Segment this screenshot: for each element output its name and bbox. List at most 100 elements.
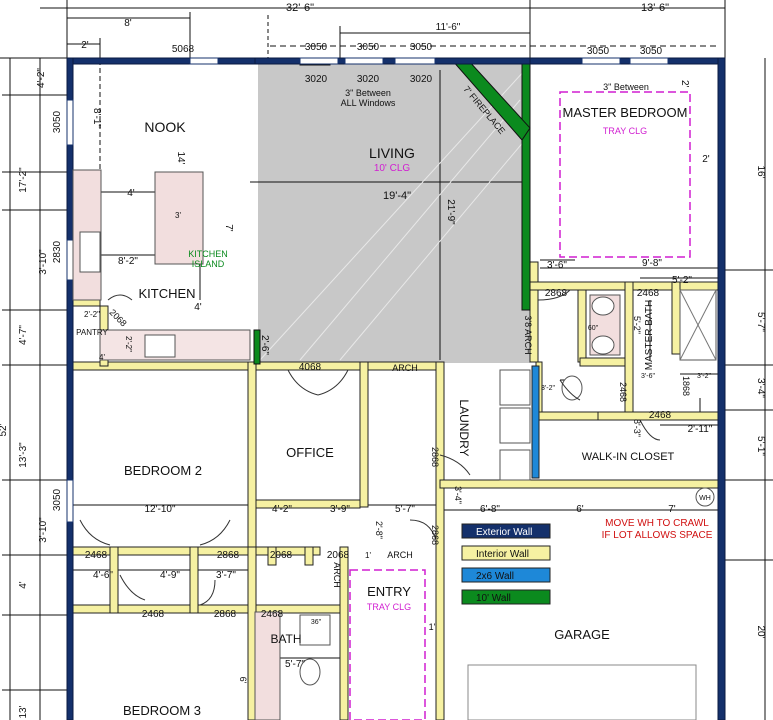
entry-tray: TRAY CLG [367, 602, 411, 612]
dim-right-51: 5'-1" [755, 436, 766, 456]
dim-m52b: 5'-2" [632, 316, 642, 334]
dim-h37: 3'-7" [216, 570, 236, 581]
dim-left-133: 13'-3" [18, 442, 29, 468]
living-guides [259, 69, 526, 361]
kitchen-island-2: ISLAND [192, 259, 225, 269]
pantry-label: PANTRY [76, 328, 108, 337]
legend-swatch [461, 589, 551, 605]
dim-left-310a: 3'-10" [38, 249, 49, 275]
dim-g68: 6'-8" [480, 504, 500, 515]
garage-door-outline [467, 664, 697, 720]
window-3020-a: 3020 [305, 74, 328, 85]
wh-note-1: MOVE WH TO CRAWL [605, 518, 709, 529]
door-5068: 5068 [172, 44, 195, 55]
room-entry: ENTRY [367, 584, 411, 599]
wh-circle [695, 487, 715, 507]
door-1868: 1868 [681, 376, 691, 396]
legend-swatch [461, 523, 551, 539]
window-3050-d: 3050 [587, 46, 610, 57]
dim-m83: 8'-3" [632, 419, 642, 437]
window-3050-left: 3050 [52, 110, 63, 133]
window-2830: 2830 [52, 240, 63, 263]
legend-swatch [461, 545, 551, 561]
dim-g34: 3'-4" [453, 486, 463, 504]
dim-116: 11'-6" [436, 22, 461, 33]
legend-label: Exterior Wall [476, 527, 532, 538]
dim-right-20: 20' [755, 625, 766, 638]
room-walk-in-closet: WALK-IN CLOSET [582, 451, 675, 463]
legend-label: 10' Wall [476, 593, 511, 604]
dim-m211: 2'-11" [688, 424, 713, 435]
dim-top-b: 13'-6" [641, 2, 669, 14]
wh-label: WH [699, 495, 711, 502]
walls-2x6 [531, 365, 540, 479]
legend-label: Interior Wall [476, 549, 529, 560]
door-2068-pantry: 2068 [108, 307, 129, 328]
kitchen-island-1: KITCHEN [188, 249, 228, 259]
windows-between-1: 3" Between [345, 88, 391, 98]
arch-38: 3'8 ARCH [523, 315, 533, 354]
dim-left-47: 4'-7" [18, 325, 29, 345]
dim-m2a: 2' [679, 80, 690, 88]
dim-h46: 4'-6" [93, 570, 113, 581]
dim-left-4: 4' [18, 581, 29, 589]
dim-left-13: 13' [18, 705, 29, 718]
dim-k3: 3' [175, 211, 181, 220]
door-2868-mb: 2868 [545, 288, 568, 299]
dim-right-16: 16' [755, 165, 766, 178]
window-openings [66, 57, 669, 523]
window-3050-c: 3050 [410, 42, 433, 53]
room-office: OFFICE [286, 445, 334, 460]
dim-k4b: 4' [194, 302, 202, 313]
door-2068-a: 2068 [270, 550, 293, 561]
dim-k26: 2'-6" [259, 335, 270, 355]
door-2868-b3: 2868 [214, 609, 237, 620]
wh-note-2: IF LOT ALLOWS SPACE [602, 530, 713, 541]
arch-vertical: ARCH [332, 562, 342, 588]
room-master-bedroom: MASTER BEDROOM [563, 105, 688, 120]
dim-left-52: 52' [0, 423, 9, 436]
room-bath: BATH [270, 632, 301, 646]
door-2068-b: 2068 [327, 550, 350, 561]
dim-o57: 5'-7" [395, 504, 415, 515]
window-3050-b2: 3050 [52, 488, 63, 511]
dim-left-172: 17'-2" [18, 167, 29, 193]
room-bedroom-2: BEDROOM 2 [124, 463, 202, 478]
shower-lines [679, 289, 717, 361]
living-ceiling: 10' CLG [374, 163, 411, 174]
door-2468-b2: 2468 [85, 550, 108, 561]
dim-o42: 4'-2" [272, 504, 292, 515]
dim-nook-81: 8'-1" [91, 108, 102, 128]
exterior-walls [66, 57, 726, 720]
window-3020-b: 3020 [357, 74, 380, 85]
dim-k4: 4' [127, 188, 135, 199]
legend-label: 2x6 Wall [476, 571, 514, 582]
door-swings [79, 289, 661, 606]
window-3050-a: 3050 [305, 42, 328, 53]
door-2468-wc: 2468 [618, 382, 628, 402]
tray-ceilings [349, 91, 691, 720]
room-nook: NOOK [144, 119, 186, 135]
dim-m60: 60" [588, 325, 599, 332]
dim-b36: 36" [311, 619, 322, 626]
master-between: 3" Between [603, 82, 649, 92]
window-3020-c: 3020 [410, 74, 433, 85]
dim-liv-194: 19'-4" [383, 190, 411, 202]
dim-right-57: 5'-7" [755, 312, 766, 332]
master-tray: TRAY CLG [603, 126, 647, 136]
dim-b2-1210: 12'-10" [144, 504, 175, 515]
dim-top-a: 32'-6" [286, 2, 314, 14]
arch-label-2: ARCH [387, 550, 413, 560]
room-laundry: LAUNDRY [457, 399, 471, 456]
dim-b6: 6' [238, 677, 248, 684]
room-master-bath: MASTER BATH [644, 300, 655, 370]
window-3050-b: 3050 [357, 42, 380, 53]
door-2468-b3: 2468 [142, 609, 165, 620]
dim-m32b: 3'-2" [541, 385, 555, 392]
window-3050-e: 3050 [640, 46, 663, 57]
dim-left-310b: 3'-10" [38, 517, 49, 543]
dim-m52a: 5'-2" [672, 275, 692, 286]
door-2868-entry: 2868 [430, 525, 440, 545]
